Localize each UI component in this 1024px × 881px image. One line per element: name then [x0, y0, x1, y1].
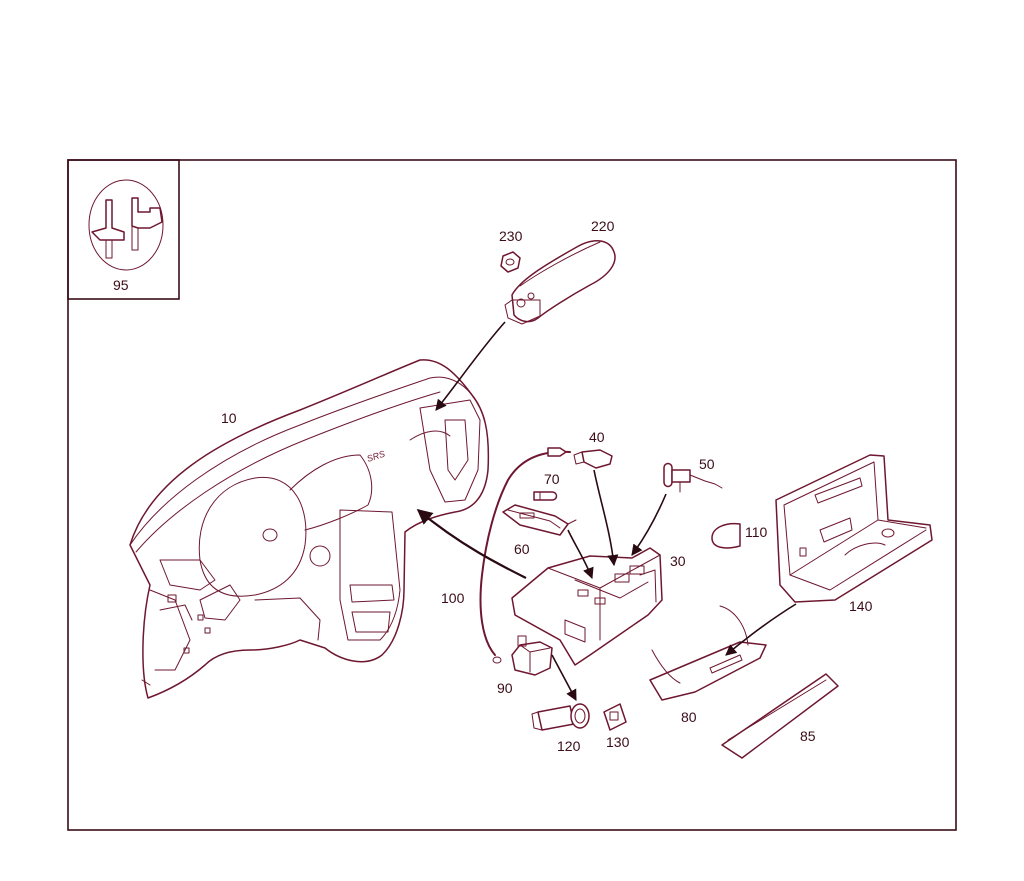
part-110-bumper[interactable] [711, 522, 741, 549]
callout-70: 70 [544, 471, 560, 487]
part-40-latch[interactable] [573, 449, 613, 469]
part-90-connector[interactable] [511, 635, 553, 676]
callout-220: 220 [591, 218, 615, 234]
callout-60: 60 [514, 541, 530, 557]
part-30-glovebox-housing[interactable] [511, 547, 663, 666]
part-85-trim-strip[interactable] [721, 673, 839, 759]
part-230-nut[interactable] [500, 251, 521, 273]
callout-110: 110 [745, 524, 768, 540]
callout-90: 90 [497, 680, 513, 696]
callout-95: 95 [113, 277, 129, 293]
part-95-clips[interactable] [88, 179, 164, 271]
callout-30: 30 [670, 553, 686, 569]
part-80-hinge-arm[interactable] [649, 605, 767, 701]
part-10-dashboard[interactable]: SRS [129, 359, 490, 699]
callout-120: 120 [557, 738, 581, 754]
part-140-glovebox-lid[interactable] [775, 454, 933, 603]
diagram-frame [67, 159, 957, 831]
part-120-socket[interactable] [531, 703, 590, 731]
callout-230: 230 [499, 228, 523, 244]
callout-50: 50 [699, 456, 715, 472]
callout-85: 85 [800, 728, 816, 744]
leader-lines [416, 321, 797, 701]
part-70-bulb[interactable] [533, 491, 558, 501]
part-130-switch[interactable] [603, 703, 627, 731]
callout-10: 10 [221, 410, 237, 426]
part-60-lamp-housing[interactable] [502, 504, 577, 536]
callout-100: 100 [441, 590, 465, 606]
part-220-airbag[interactable] [504, 240, 616, 325]
part-100-cable[interactable] [479, 447, 571, 664]
part-50-lock-cylinder[interactable] [663, 462, 723, 493]
detail-inset-frame [67, 159, 180, 300]
callout-140: 140 [849, 598, 873, 614]
callout-40: 40 [589, 429, 605, 445]
callout-80: 80 [681, 709, 697, 725]
callout-130: 130 [606, 734, 630, 750]
